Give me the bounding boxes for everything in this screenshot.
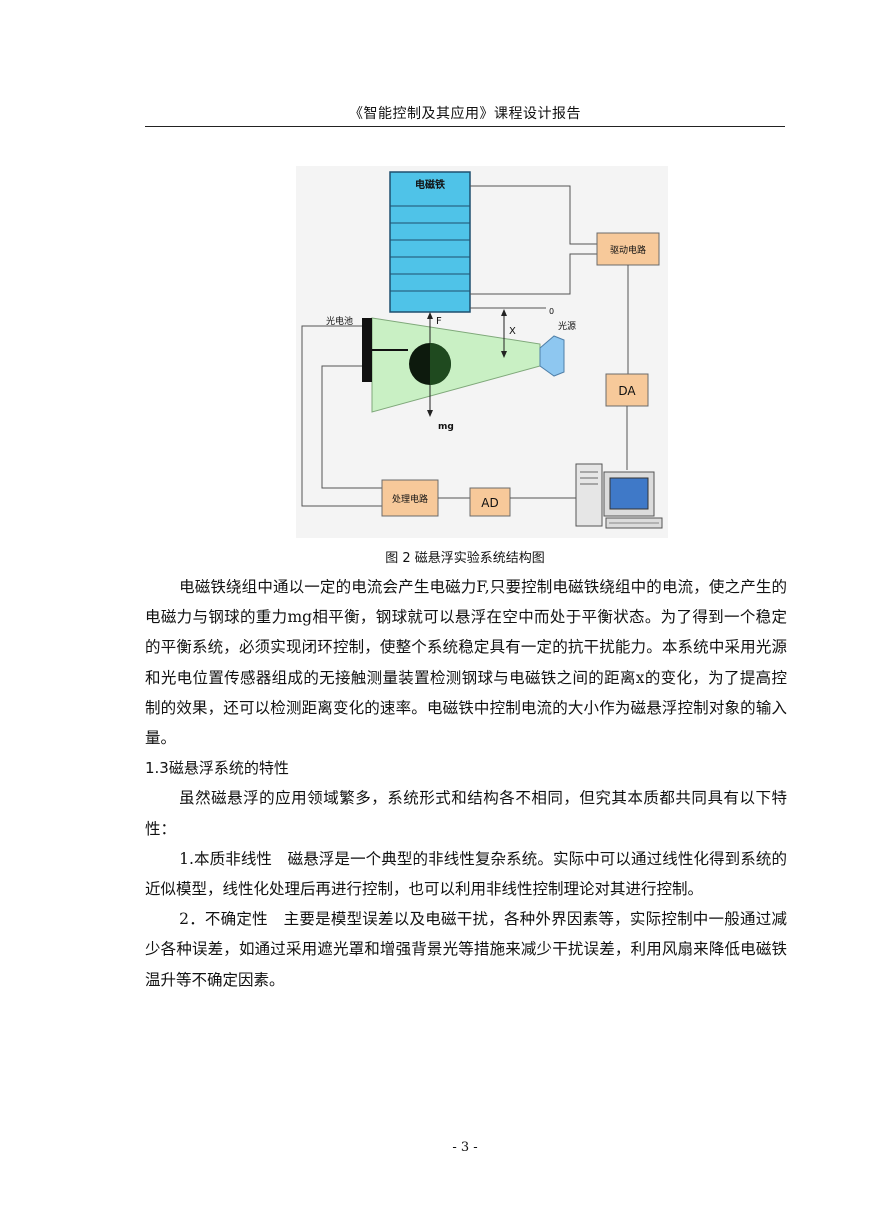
photocell-label: 光电池 <box>326 315 353 327</box>
drive-circuit-box <box>596 232 660 266</box>
drive-circuit-label: 驱动电路 <box>610 244 646 256</box>
wire-electromagnet-drive-top <box>470 185 597 245</box>
processing-circuit-box <box>381 479 439 517</box>
zero-label: 0 <box>549 307 554 316</box>
light-source-label: 光源 <box>558 320 576 332</box>
computer-icon <box>575 463 663 529</box>
paragraph-4: 2．不确定性 主要是模型误差以及电磁干扰，各种外界因素等，实际控制中一般通过减少… <box>145 910 787 989</box>
figure-caption: 图 2 磁悬浮实验系统结构图 <box>385 551 545 566</box>
ad-label: AD <box>481 496 498 510</box>
wire-electromagnet-drive-bottom <box>470 253 597 295</box>
section-heading: 1.3磁悬浮系统的特性 <box>145 759 289 778</box>
system-diagram-figure: 电磁铁 驱动电路 DA 0 X 光电池 <box>296 166 668 538</box>
da-label: DA <box>618 384 636 398</box>
wire-photocell-outer <box>301 325 382 507</box>
force-label: F <box>436 316 442 327</box>
paragraph-3: 1.本质非线性 磁悬浮是一个典型的非线性复杂系统。实际中可以通过线性化得到系统的… <box>145 849 787 899</box>
paragraph-2: 虽然磁悬浮的应用领域繁多，系统形式和结构各不相同，但究其本质都共同具有以下特性： <box>145 789 787 838</box>
light-source <box>539 335 565 377</box>
header-rule <box>145 126 785 127</box>
electromagnet <box>389 171 471 313</box>
gravity-label: mg <box>438 422 454 432</box>
wire-photocell-inner <box>321 365 382 489</box>
distance-label: X <box>509 326 516 337</box>
processing-circuit-label: 处理电路 <box>392 493 428 505</box>
distance-arrow-head-top <box>501 309 507 316</box>
body-text: 电磁铁绕组中通以一定的电流会产生电磁力F,只要控制电磁铁绕组中的电流，使之产生的… <box>145 572 787 995</box>
distance-arrow-head-bottom <box>501 351 507 358</box>
system-diagram: 电磁铁 驱动电路 DA 0 X 光电池 <box>296 166 668 538</box>
force-arrow-head <box>427 312 433 319</box>
page-number: - 3 - <box>452 1140 478 1155</box>
steel-ball-shade <box>430 343 451 385</box>
photocell <box>362 318 372 382</box>
paragraph-1: 电磁铁绕组中通以一定的电流会产生电磁力F,只要控制电磁铁绕组中的电流，使之产生的… <box>145 578 787 748</box>
gravity-arrow-head <box>427 410 433 417</box>
page-header: 《智能控制及其应用》课程设计报告 <box>349 106 581 122</box>
electromagnet-label: 电磁铁 <box>415 178 445 191</box>
ad-box <box>469 487 511 517</box>
